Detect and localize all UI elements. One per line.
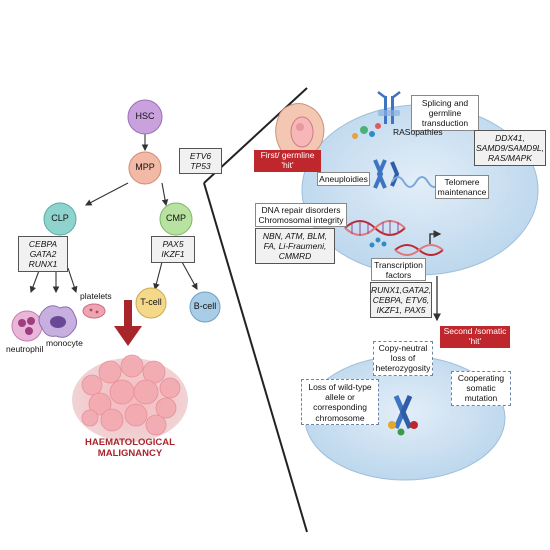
clp-genes-box: CEBPA GATA2 RUNX1 <box>18 236 68 272</box>
splicing-line-3: transduction <box>421 118 469 129</box>
neutrophil-label: neutrophil <box>6 344 44 354</box>
loss-wt-line-1: Loss of wild-type <box>308 382 372 392</box>
homologous-chromosomes <box>388 394 418 436</box>
cmp-label: CMP <box>166 213 186 223</box>
progression-arrow <box>114 300 142 346</box>
loss-wt-box: Loss of wild-type allele or correspondin… <box>301 379 379 425</box>
tf-gene-2: CEBPA, ETV6, <box>372 295 430 306</box>
lineage-arrows <box>29 134 198 294</box>
splicing-gene-2: SAMD9/SAMD9L, <box>475 143 545 154</box>
first-hit-line-2: 'hit' <box>281 159 294 170</box>
splicing-gene-1: DDX41, <box>495 133 525 143</box>
malignancy-line-1: HAEMATOLOGICAL <box>85 437 175 448</box>
cooperating-line-1: Cooperating <box>457 373 505 383</box>
dna-helix-2 <box>394 230 444 256</box>
cmp-gene-ikzf1: IKZF1 <box>161 249 185 260</box>
tf-gene-3: IKZF1, PAX5 <box>376 305 426 316</box>
clp-gene-runx1: RUNX1 <box>28 259 58 270</box>
b-cell <box>189 291 221 323</box>
aneuploidy-chromosomes <box>373 159 400 189</box>
dna-repair-box: DNA repair disorders Chromosomal integri… <box>255 203 347 227</box>
bcell-label: B-cell <box>193 301 217 311</box>
signalling-molecules <box>352 123 381 139</box>
copy-neutral-box: Copy-neutral loss of heterozygosity <box>373 341 433 376</box>
clp-label: CLP <box>51 213 69 223</box>
tf-gene-1: RUNX1,GATA2, <box>371 285 432 295</box>
dna-gene-3: CMMRD <box>278 251 312 262</box>
clp-gene-cebpa: CEBPA <box>28 239 58 249</box>
cooperating-box: Cooperating somatic mutation <box>451 371 511 406</box>
clp-cell <box>43 202 77 236</box>
mpp-cell <box>128 151 162 185</box>
rasopathies-label: RASopathies <box>393 127 443 137</box>
t-cell <box>135 287 167 319</box>
hsc-label: HSC <box>135 111 155 121</box>
cmp-genes-box: PAX5 IKZF1 <box>151 236 195 263</box>
second-hit-line-2: 'hit' <box>468 335 482 346</box>
aneuploidies-box: Aneuploidies <box>317 172 370 186</box>
splicing-gene-3: RAS/MAPK <box>488 153 532 164</box>
tf-line-1: Transcription <box>374 260 423 270</box>
dna-repair-line-1: DNA repair disorders <box>261 205 341 215</box>
telomere-line-2: maintenance <box>437 187 487 198</box>
cmp-gene-pax5: PAX5 <box>162 239 184 249</box>
hsc-cell <box>127 99 163 135</box>
copy-neutral-line-1: Copy-neutral <box>378 343 428 353</box>
malignancy-line-2: MALIGNANCY <box>97 448 163 460</box>
aneuploidies-text: Aneuploidies <box>319 174 368 184</box>
mpp-gene-etv6: ETV6 <box>189 151 212 161</box>
cooperating-line-2: somatic <box>466 383 496 394</box>
tf-line-2: factors <box>385 270 412 281</box>
tcell-label: T-cell <box>140 297 162 307</box>
receptor-icon <box>377 91 401 124</box>
mpp-gene-tp53: TP53 <box>190 161 211 172</box>
dna-repair-line-2: Chromosomal integrity <box>258 215 344 226</box>
tf-box: Transcription factors <box>371 258 426 281</box>
neutrophil-cell <box>11 310 43 342</box>
telomere-box: Telomere maintenance <box>435 175 489 199</box>
dna-gene-2: FA, Li-Fraumeni, <box>263 241 327 252</box>
dna-gene-1: NBN, ATM, BLM, <box>262 231 328 241</box>
first-hit-line-1: First/ germline <box>260 150 315 160</box>
dna-helix <box>344 220 406 236</box>
repair-proteins <box>369 237 387 248</box>
first-hit-label: First/ germline 'hit' <box>254 150 321 172</box>
copy-neutral-line-2: loss of <box>390 353 416 364</box>
splicing-line-1: Splicing and <box>421 98 469 108</box>
splicing-genes-box: DDX41, SAMD9/SAMD9L, RAS/MAPK <box>474 130 546 166</box>
loss-wt-line-2: allele or <box>325 392 355 403</box>
dna-genes-box: NBN, ATM, BLM, FA, Li-Fraumeni, CMMRD <box>255 228 335 264</box>
monocyte-cell <box>38 305 78 338</box>
second-hit-label: Second /somatic 'hit' <box>440 326 510 348</box>
malignancy-title: HAEMATOLOGICAL MALIGNANCY <box>60 437 200 460</box>
cooperating-line-3: mutation <box>464 393 498 404</box>
mpp-label: MPP <box>135 162 155 172</box>
platelets-label: platelets <box>80 291 112 301</box>
malignancy-cluster <box>72 354 188 442</box>
telomere-strand <box>391 176 441 188</box>
divider-lower <box>203 182 308 533</box>
pregnancy-icon <box>275 103 325 159</box>
splicing-line-2: germline <box>428 108 462 119</box>
cmp-cell <box>159 202 193 236</box>
monocyte-label: monocyte <box>46 338 83 348</box>
loss-wt-line-4: chromosome <box>315 412 365 423</box>
platelets-shape <box>82 303 106 319</box>
clp-gene-gata2: GATA2 <box>29 249 57 260</box>
copy-neutral-line-3: heterozygosity <box>375 363 431 374</box>
telomere-line-1: Telomere <box>444 177 480 187</box>
loss-wt-line-3: corresponding <box>313 402 367 413</box>
second-hit-line-1: Second /somatic <box>443 326 507 336</box>
splicing-box: Splicing and germline transduction <box>411 95 479 131</box>
tf-genes-box: RUNX1,GATA2, CEBPA, ETV6, IKZF1, PAX5 <box>370 282 432 318</box>
mpp-genes-box: ETV6 TP53 <box>179 148 222 174</box>
